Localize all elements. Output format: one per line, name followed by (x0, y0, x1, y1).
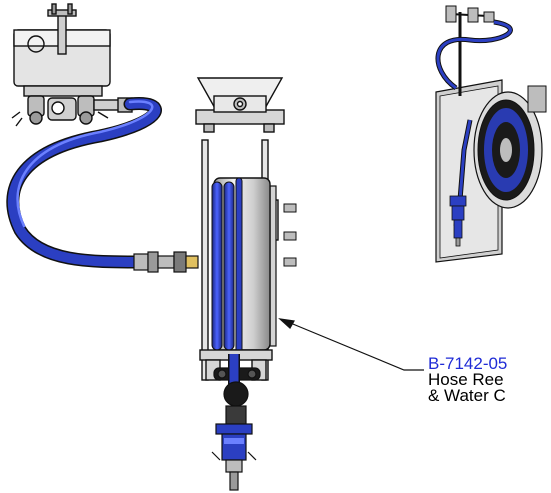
installed-view (435, 5, 547, 263)
description-line-1: Hose Ree (428, 370, 504, 389)
hose-reel-icon (195, 77, 297, 392)
part-number-label: B-7142-05 (428, 354, 508, 373)
part-callout: B-7142-05 Hose Ree & Water C (428, 354, 508, 405)
description-line-2: & Water C (428, 386, 506, 405)
hose-inlet-fitting (133, 251, 199, 273)
callout-leader (278, 318, 424, 371)
mixing-valve-icon (11, 3, 133, 127)
supply-hose (6, 97, 162, 269)
wall-mount-bracket-icon (195, 77, 285, 133)
spray-valve-icon (211, 381, 257, 491)
